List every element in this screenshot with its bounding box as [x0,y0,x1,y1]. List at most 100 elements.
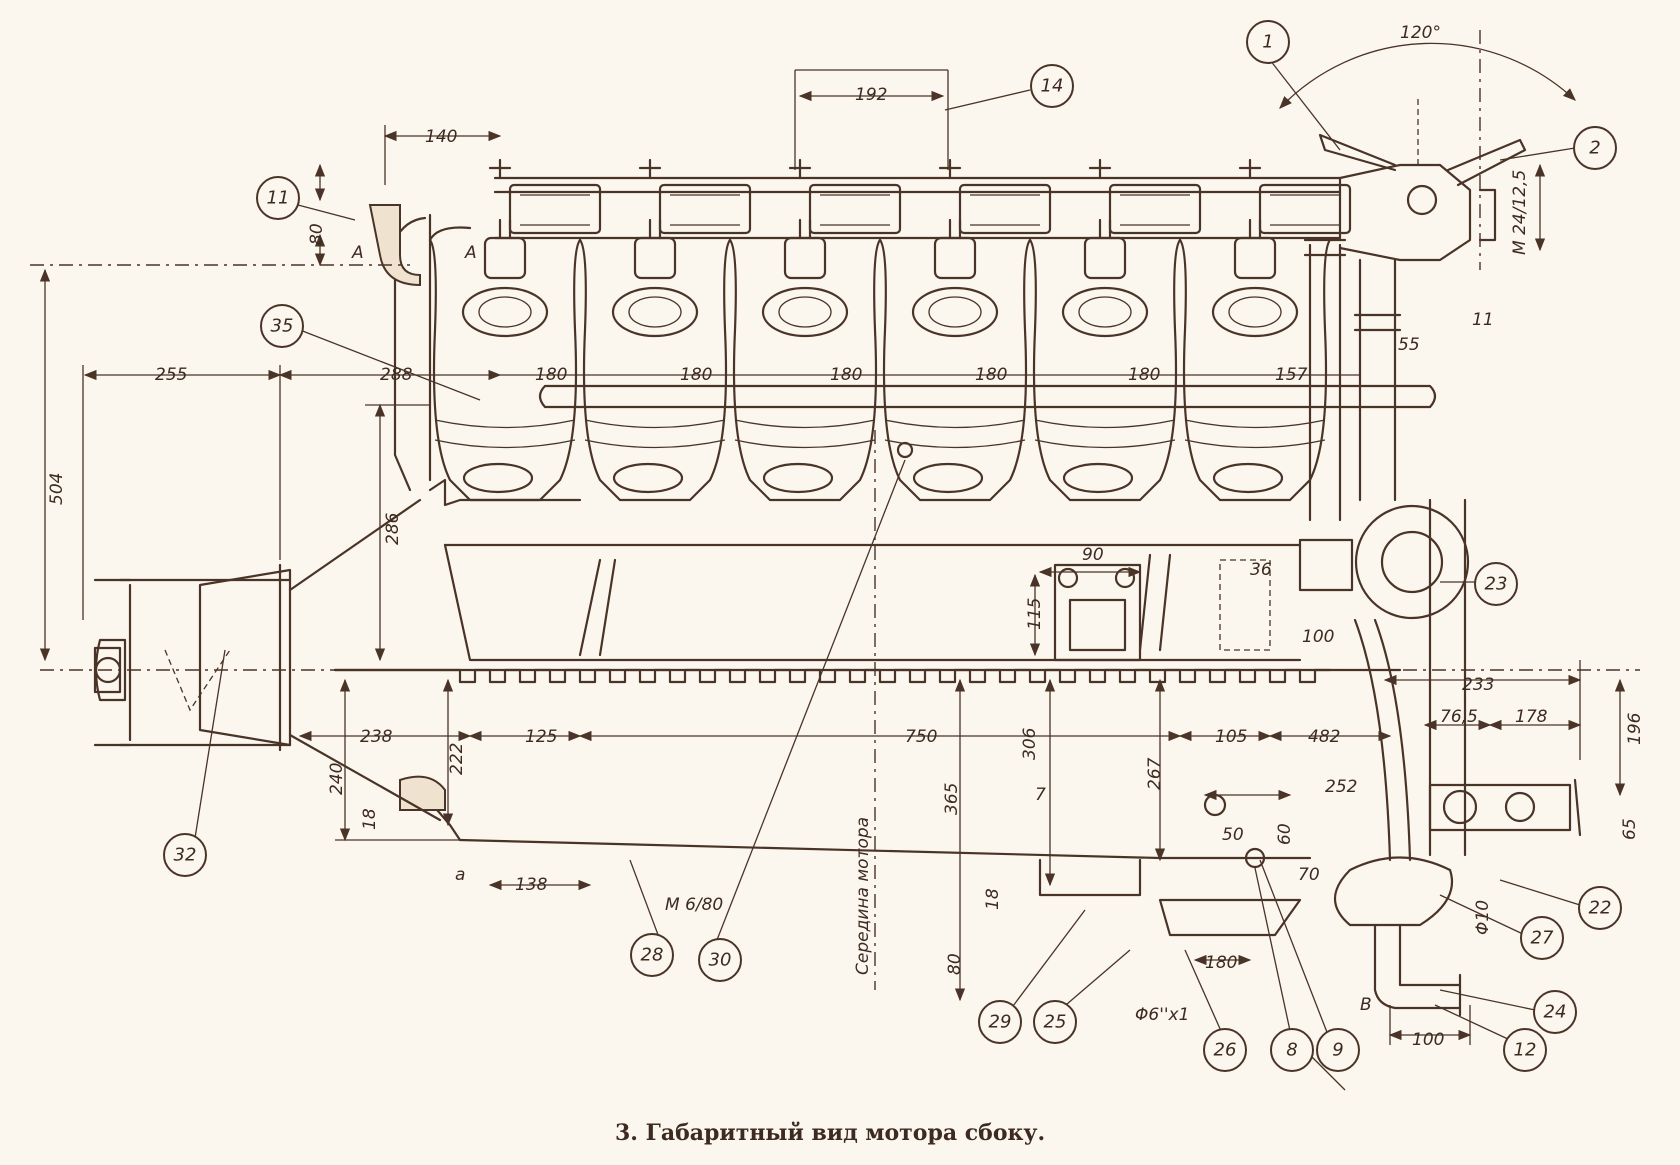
dim-180-2: 180 [680,365,712,385]
dim-240: 240 [327,763,347,795]
angle-arc: 120° [1279,23,1576,109]
callout-number: 12 [1514,1040,1537,1061]
callout-leaders [194,59,1581,1091]
callout-11: 11 [256,176,300,220]
dim-750: 750 [905,727,937,747]
callout-2: 2 [1573,126,1617,170]
callout-30: 30 [698,938,742,982]
callout-number: 2 [1589,138,1600,159]
callout-number: 11 [267,188,290,209]
thread-label-phi6: Φ6''x1 [1135,1005,1189,1025]
dimension-lines [39,69,1626,1045]
dim-504: 504 [47,473,67,505]
cylinder [878,158,1052,502]
dim-140: 140 [425,127,457,147]
dim-125: 125 [525,727,557,747]
dim-60: 60 [1275,823,1295,845]
dim-138: 138 [515,875,548,895]
figure-caption: 3. Габаритный вид мотора сбоку. [615,1120,1045,1146]
callout-26: 26 [1203,1028,1247,1072]
dim-100-b: 100 [1412,1030,1444,1050]
callout-number: 1 [1262,32,1273,53]
dim-76-5: 76,5 [1440,707,1478,727]
dim-36: 36 [1250,560,1272,580]
dim-100-a: 100 [1302,627,1334,647]
dim-252: 252 [1325,777,1357,797]
callout-number: 32 [174,845,197,866]
center-lines [40,30,1640,990]
callout-1: 1 [1246,20,1290,64]
dim-306: 306 [1020,727,1040,760]
dim-255: 255 [155,365,187,385]
dim-50: 50 [1222,825,1244,845]
callout-number: 9 [1332,1040,1343,1061]
dim-180-3: 180 [830,365,862,385]
dim-65: 65 [1620,818,1640,840]
section-marks: A A B a [351,243,1372,1015]
section-mark-a-right: A [464,243,477,263]
callout-25: 25 [1033,1000,1077,1044]
dim-365: 365 [942,783,962,815]
callout-9: 9 [1316,1028,1360,1072]
thread-labels: M 24/12,5 M 6/80 Φ6''x1 Φ10 [665,170,1530,1025]
dim-55: 55 [1398,335,1420,355]
callout-12: 12 [1503,1028,1547,1072]
engine-outline [30,95,1582,1017]
dim-157: 157 [1275,365,1308,385]
callout-22: 22 [1578,886,1622,930]
dim-267: 267 [1145,757,1165,790]
callout-35: 35 [260,304,304,348]
callout-number: 24 [1544,1002,1567,1023]
callout-number: 28 [641,945,664,966]
callout-number: 29 [989,1012,1012,1033]
callout-23: 23 [1474,562,1518,606]
dim-192: 192 [855,85,887,105]
thread-label-m6: M 6/80 [665,895,723,915]
callout-number: 23 [1485,574,1508,595]
dim-482: 482 [1308,727,1340,747]
callout-24: 24 [1533,990,1577,1034]
thread-label-m24: M 24/12,5 [1510,170,1530,255]
angle-label: 120° [1400,23,1441,43]
callout-27: 27 [1520,916,1564,960]
callout-32: 32 [163,833,207,877]
dim-90: 90 [1082,545,1104,565]
callout-number: 8 [1286,1040,1297,1061]
callout-number: 26 [1214,1040,1237,1061]
cylinder [728,158,902,502]
dim-180-5: 180 [1128,365,1160,385]
dim-178: 178 [1515,707,1548,727]
callout-number: 14 [1041,76,1064,97]
cylinder [1028,158,1202,502]
dim-115: 115 [1025,598,1045,630]
dim-222: 222 [447,743,467,775]
callout-14: 14 [1030,64,1074,108]
dim-196: 196 [1625,712,1645,745]
cylinder [578,158,752,502]
dim-180-4: 180 [975,365,1007,385]
cylinder [1178,158,1352,502]
dim-233: 233 [1462,675,1494,695]
dim-238: 238 [360,727,393,747]
dim-80-top: 80 [307,223,327,245]
callout-8: 8 [1270,1028,1314,1072]
centerline-label: Середина мотора [853,817,873,975]
callout-number: 35 [271,316,294,337]
cylinder [428,158,602,502]
callout-number: 22 [1589,898,1612,919]
callout-number: 30 [709,950,732,971]
dim-180-1: 180 [535,365,567,385]
section-mark-a-left: A [351,243,364,263]
callout-number: 25 [1044,1012,1067,1033]
dim-18-bottom: 18 [983,888,1003,910]
dim-180-bottom: 180 [1205,953,1237,973]
dim-11: 11 [1472,310,1494,330]
dim-18-left: 18 [360,808,380,830]
section-mark-a-small: a [455,865,465,885]
callout-29: 29 [978,1000,1022,1044]
dim-70: 70 [1298,865,1320,885]
callout-28: 28 [630,933,674,977]
dim-80-bottom: 80 [945,953,965,975]
